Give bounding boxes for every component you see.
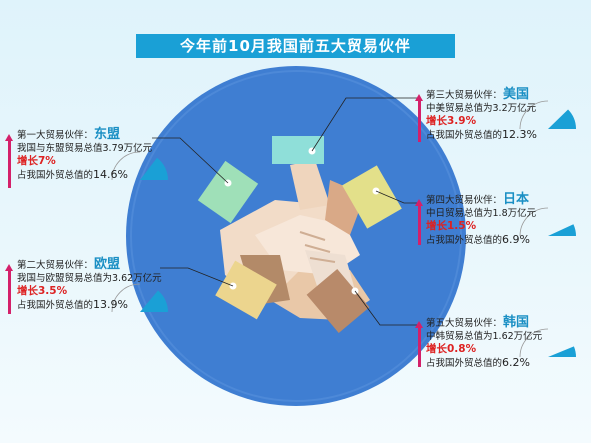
country-name: 欧盟: [94, 257, 121, 272]
share-wedge-fill: [140, 290, 168, 312]
share-wedge-fill: [140, 157, 168, 180]
country-name: 韩国: [503, 315, 530, 330]
growth-arrow-japan: [415, 199, 423, 245]
country-name: 美国: [503, 87, 530, 102]
share-wedge-outline: [519, 100, 549, 130]
share-prefix: 占我国外贸总值的: [426, 358, 503, 369]
partner-panel-usa: 第三大贸易伙伴：美国 中美贸易总值为3.2万亿元 增长3.9% 占我国外贸总值的…: [426, 88, 537, 142]
growth-arrow-eu: [5, 264, 13, 314]
share-value: 6.9%: [502, 233, 530, 246]
partner-panel-korea: 第五大贸易伙伴：韩国 中韩贸易总值为1.62万亿元 增长0.8% 占我国外贸总值…: [426, 316, 542, 370]
partner-panel-asean: 第一大贸易伙伴：东盟 我国与东盟贸易总值3.79万亿元 增长7% 占我国外贸总值…: [17, 128, 152, 182]
share-wedge-japan: [519, 207, 576, 237]
share-wedge-eu: [111, 283, 168, 313]
sleeve-asean: [197, 160, 259, 224]
growth-rate: 增长7%: [17, 155, 56, 167]
trade-value: 我国与欧盟贸易总值为3.62万亿元: [17, 273, 162, 284]
trade-value: 中美贸易总值为3.2万亿元: [426, 103, 537, 114]
trade-value: 我国与东盟贸易总值3.79万亿元: [17, 143, 153, 154]
sleeve-usa: [272, 136, 324, 164]
growth-rate: 增长1.5%: [426, 220, 477, 232]
share-wedge-usa: [519, 100, 576, 130]
trade-value: 中韩贸易总值为1.62万亿元: [426, 331, 543, 342]
share-value: 14.6%: [93, 168, 128, 181]
share-value: 12.3%: [502, 128, 537, 141]
country-name: 东盟: [94, 127, 121, 142]
rank-label: 第五大贸易伙伴：: [426, 318, 503, 329]
share-prefix: 占我国外贸总值的: [17, 300, 94, 311]
rank-label: 第三大贸易伙伴：: [426, 90, 503, 101]
growth-arrow-asean: [5, 134, 13, 188]
growth-rate: 增长3.9%: [426, 115, 477, 127]
rank-label: 第四大贸易伙伴：: [426, 195, 503, 206]
partner-panel-japan: 第四大贸易伙伴：日本 中日贸易总值为1.8万亿元 增长1.5% 占我国外贸总值的…: [426, 193, 536, 247]
share-wedge-asean: [111, 151, 168, 181]
share-wedge-outline: [111, 151, 141, 181]
share-value: 6.2%: [502, 356, 530, 369]
growth-rate: 增长0.8%: [426, 343, 477, 355]
sleeve-eu: [215, 260, 277, 320]
share-wedge-outline: [519, 328, 549, 358]
share-wedge-fill: [548, 346, 576, 357]
page-title: 今年前10月我国前五大贸易伙伴: [136, 34, 455, 58]
share-value: 13.9%: [93, 298, 128, 311]
share-prefix: 占我国外贸总值的: [17, 170, 94, 181]
growth-rate: 增长3.5%: [17, 285, 68, 297]
country-name: 日本: [503, 192, 530, 207]
rank-label: 第二大贸易伙伴：: [17, 260, 94, 271]
trade-value: 中日贸易总值为1.8万亿元: [426, 208, 537, 219]
share-wedge-outline: [111, 283, 141, 313]
growth-arrow-korea: [415, 321, 423, 367]
share-wedge-fill: [548, 109, 576, 129]
share-prefix: 占我国外贸总值的: [426, 130, 503, 141]
growth-arrow-usa: [415, 94, 423, 142]
partner-panel-eu: 第二大贸易伙伴：欧盟 我国与欧盟贸易总值为3.62万亿元 增长3.5% 占我国外…: [17, 258, 162, 312]
sleeve-japan: [342, 165, 402, 229]
rank-label: 第一大贸易伙伴：: [17, 130, 94, 141]
share-wedge-outline: [519, 207, 549, 237]
share-wedge-fill: [548, 224, 576, 236]
share-prefix: 占我国外贸总值的: [426, 235, 503, 246]
sleeve-korea: [306, 268, 370, 334]
share-wedge-korea: [519, 328, 576, 358]
